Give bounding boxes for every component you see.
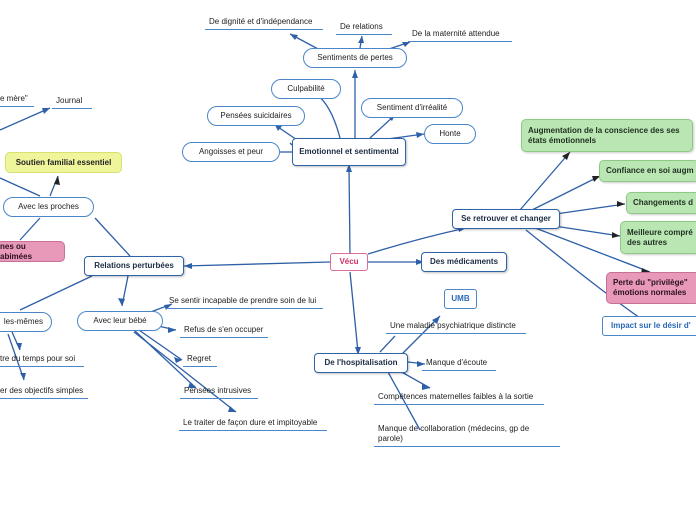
pensees-suicidaires-node[interactable]: Pensées suicidaires bbox=[207, 106, 305, 126]
emotionnel-node[interactable]: Emotionnel et sentimental bbox=[292, 138, 406, 166]
journal-node[interactable]: Journal bbox=[52, 96, 92, 109]
impact-node[interactable]: Impact sur le désir d' bbox=[602, 316, 696, 336]
link-center-relations bbox=[183, 261, 331, 267]
medicaments-node[interactable]: Des médicaments bbox=[421, 252, 507, 272]
refus-node[interactable]: Refus de s'en occuper bbox=[180, 325, 268, 338]
temps-node[interactable]: tre du temps pour soi bbox=[0, 354, 84, 367]
bebe-node[interactable]: Avec leur bébé bbox=[77, 311, 163, 331]
irrealite-node[interactable]: Sentiment d'irréalité bbox=[361, 98, 463, 118]
collaboration-node[interactable]: Manque de collaboration (médecins, gp de… bbox=[374, 424, 560, 447]
comprehension-node[interactable]: Meilleure compré des autres bbox=[620, 221, 696, 254]
incapable-node[interactable]: Se sentir incapable de prendre soin de l… bbox=[165, 296, 323, 309]
maternite-node[interactable]: De la maternité attendue bbox=[408, 29, 512, 42]
honte-node[interactable]: Honte bbox=[424, 124, 476, 144]
center-node[interactable]: Vécu bbox=[330, 253, 368, 271]
relations-loss-node[interactable]: De relations bbox=[336, 22, 392, 35]
ecoute-node[interactable]: Manque d'écoute bbox=[422, 358, 496, 371]
confiance-node[interactable]: Confiance en soi augm bbox=[599, 160, 696, 182]
arrow-emotionnel bbox=[346, 164, 352, 172]
abimees-node[interactable]: nes ou abimées bbox=[0, 241, 65, 262]
conscience-node[interactable]: Augmentation de la conscience des ses ét… bbox=[521, 119, 693, 152]
elles-memes-node[interactable]: les-mêmes bbox=[0, 312, 52, 332]
retrouver-node[interactable]: Se retrouver et changer bbox=[452, 209, 560, 229]
traiter-node[interactable]: Le traiter de façon dure et impitoyable bbox=[179, 418, 327, 431]
link-center-hospitalisation bbox=[349, 271, 359, 353]
angoisses-node[interactable]: Angoisses et peur bbox=[182, 142, 280, 162]
mere-node[interactable]: e mère" bbox=[0, 94, 34, 107]
maladie-node[interactable]: Une maladie psychiatrique distincte bbox=[386, 321, 526, 334]
competences-node[interactable]: Compétences maternelles faibles à la sor… bbox=[374, 392, 544, 405]
proches-node[interactable]: Avec les proches bbox=[3, 197, 94, 217]
link-center-emotionnel bbox=[348, 167, 351, 256]
link-center-retrouver bbox=[367, 227, 467, 255]
objectifs-node[interactable]: er des objectifs simples bbox=[0, 386, 88, 399]
privilege-node[interactable]: Perte du "privilège" émotions normales bbox=[606, 272, 696, 304]
soutien-node[interactable]: Soutien familial essentiel bbox=[5, 152, 122, 173]
hospitalisation-node[interactable]: De l'hospitalisation bbox=[314, 353, 408, 373]
intrusives-node[interactable]: Pensées intrusives bbox=[180, 386, 258, 399]
relations-node[interactable]: Relations perturbées bbox=[84, 256, 184, 276]
regret-node[interactable]: Regret bbox=[183, 354, 217, 367]
dignite-node[interactable]: De dignité et d'indépendance bbox=[205, 17, 323, 30]
sentiments-pertes-node[interactable]: Sentiments de pertes bbox=[303, 48, 407, 68]
changements-node[interactable]: Changements d bbox=[626, 192, 696, 214]
umb-node[interactable]: UMB bbox=[444, 289, 477, 309]
culpabilite-node[interactable]: Culpabilité bbox=[271, 79, 341, 99]
